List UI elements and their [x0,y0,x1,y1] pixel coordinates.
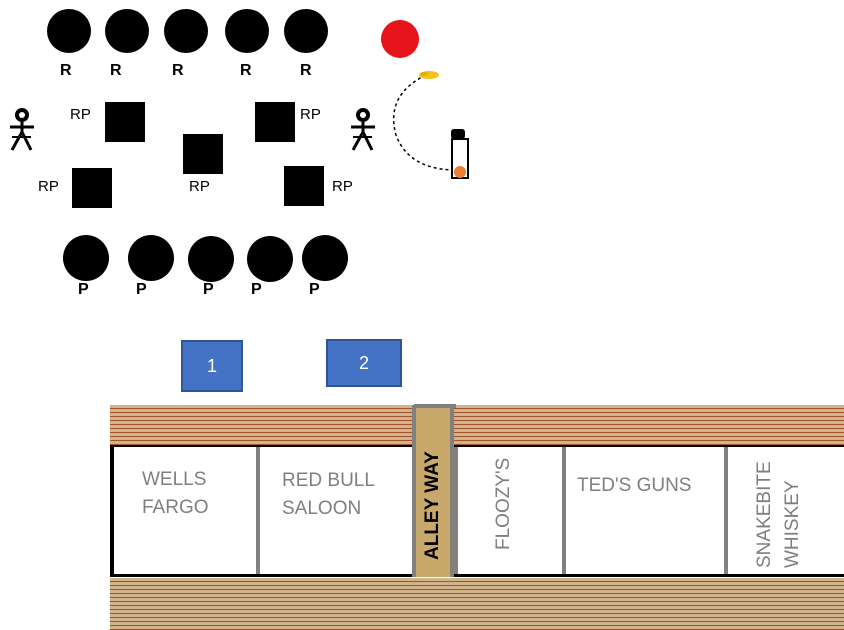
rp-box [284,166,324,206]
rp-label: RP [189,178,210,195]
building-snakebite-line2: WHISKEY [782,480,803,568]
lamp-icon [451,129,469,179]
rp-box [105,102,145,142]
token-p-label: P [78,281,89,298]
alley-cap [414,404,456,408]
token-p-4 [247,236,293,282]
token-r-4 [225,9,269,53]
scene-drawings [10,71,469,179]
rp-box [255,102,295,142]
rp-label: RP [70,106,91,123]
player-figure-left [10,108,34,151]
rp-box [72,168,112,208]
token-r-5 [284,9,328,53]
rp-label: RP [300,106,321,123]
street-top [110,405,844,447]
rp-box [183,134,223,174]
buildings-row [110,445,844,577]
token-p-label: P [203,281,214,298]
building-snakebite-line1: SNAKEBITE [754,461,775,568]
token-r-label: R [240,62,252,79]
rp-label: RP [332,178,353,195]
token-p-2 [128,235,174,281]
divider [724,447,728,574]
divider [562,447,566,574]
token-p-label: P [251,281,262,298]
street-bottom [110,578,844,630]
marker-1[interactable]: 1 [181,340,243,392]
token-p-5 [302,235,348,281]
building-red-bull-saloon: RED BULL SALOON [282,470,375,519]
token-p-3 [188,236,234,282]
marker-2[interactable]: 2 [326,339,402,387]
rp-label: RP [38,178,59,195]
arc-path [392,74,453,171]
building-wells-fargo: WELLS FARGO [142,469,209,518]
token-p-label: P [136,281,147,298]
token-r-3 [164,9,208,53]
token-r-2 [105,9,149,53]
token-p-label: P [309,281,320,298]
token-r-1 [47,9,91,53]
token-r-label: R [110,62,122,79]
building-teds-guns: TED'S GUNS [577,475,692,496]
alley-label: ALLEY WAY [422,451,443,560]
token-r-label: R [60,62,72,79]
player-figure-right [351,108,375,151]
alley-way [412,405,454,577]
red-dot [381,20,419,58]
building-floozys: FLOOZY'S [493,457,514,550]
token-p-1 [63,235,109,281]
divider [454,447,458,574]
token-r-label: R [300,62,312,79]
token-r-label: R [172,62,184,79]
divider [256,447,260,574]
